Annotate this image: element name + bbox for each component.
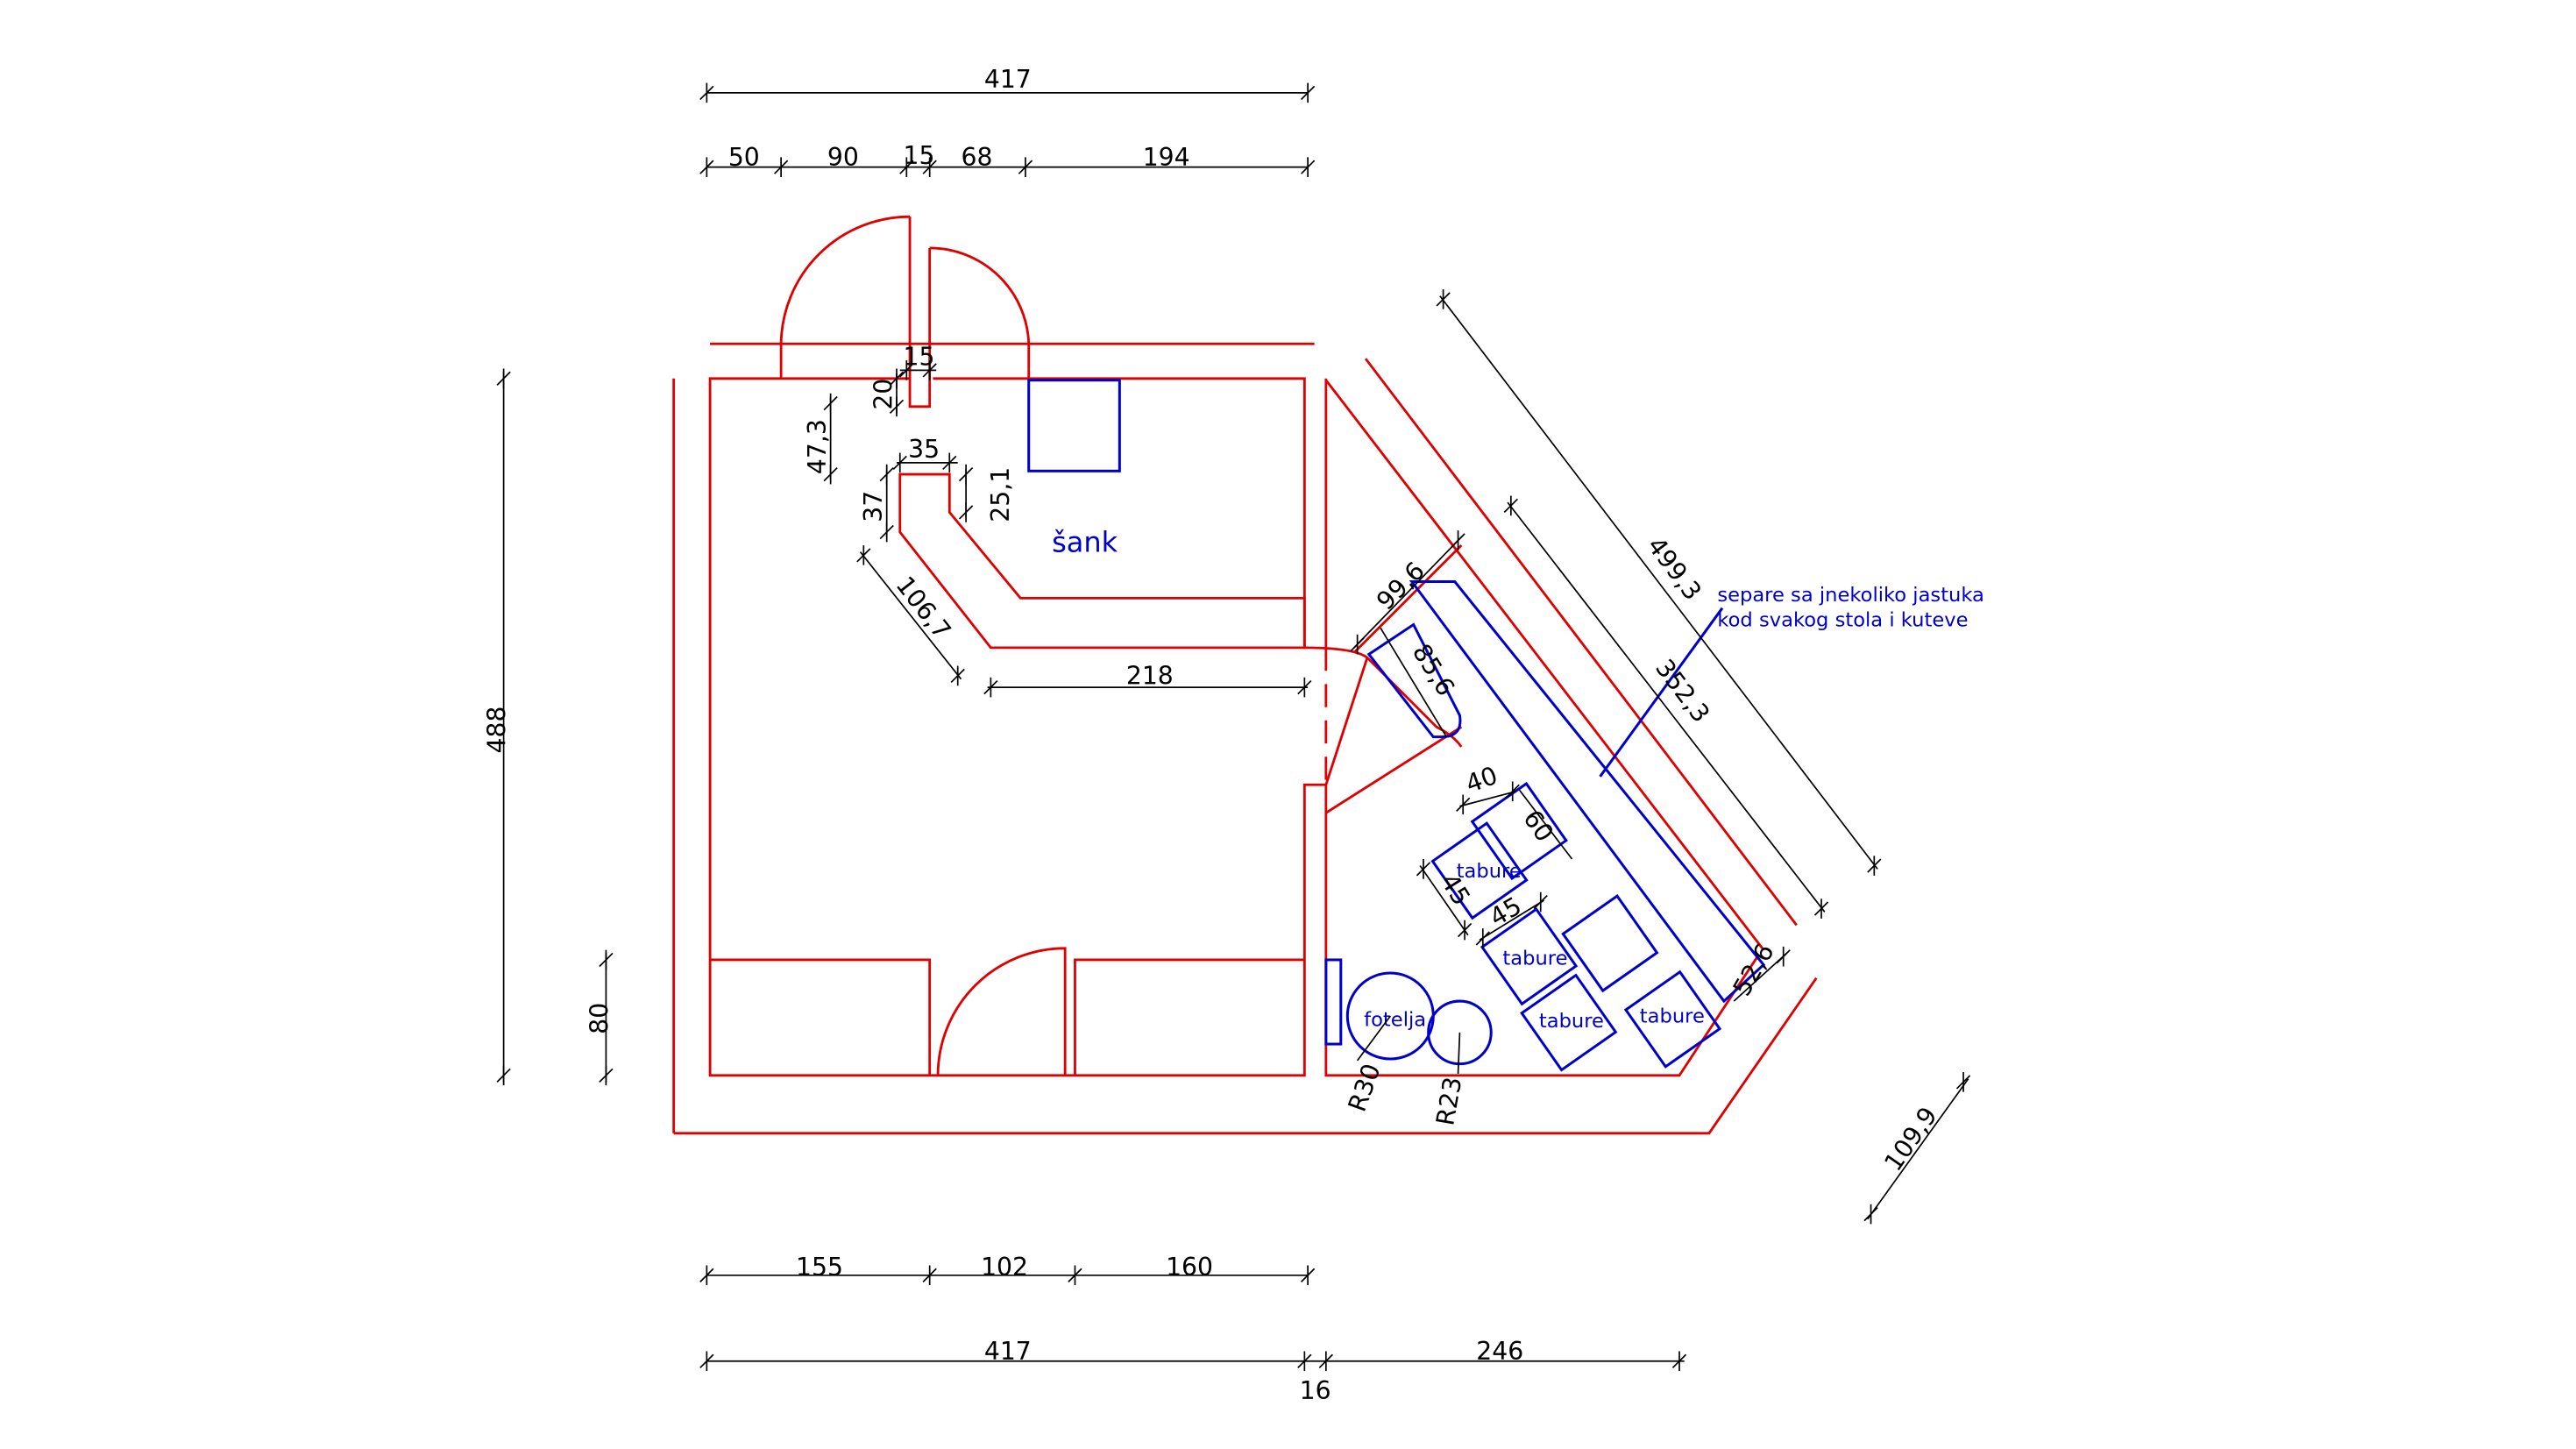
booth-corner	[1366, 622, 1462, 739]
stool-label: tabure	[1502, 948, 1567, 970]
dim-bottom-seg: 155	[796, 1253, 843, 1282]
stool-f: tabure	[1623, 970, 1722, 1069]
walls	[672, 215, 1818, 1135]
dim-stool-45b: 45	[1485, 891, 1527, 933]
stool-label: tabure	[1640, 1005, 1705, 1028]
stool-label: tabure	[1539, 1010, 1604, 1033]
stool-e: tabure	[1520, 973, 1618, 1072]
dim-bottom-seg: 160	[1166, 1253, 1213, 1282]
side-table	[1324, 958, 1343, 1046]
dimensions: 417 50 90 15 68 194 15 20 47,3 35 37 25,…	[482, 65, 1971, 1405]
dim-top-seg: 194	[1143, 143, 1190, 172]
dim-bar-35: 35	[908, 435, 940, 464]
bar-counter-label: šank	[1052, 526, 1118, 559]
dim-radius-30: R30	[1343, 1060, 1387, 1116]
stool-label: tabure	[1457, 860, 1522, 883]
stool-a	[1470, 781, 1568, 881]
dim-top-total: 417	[984, 65, 1032, 94]
stool-d	[1561, 894, 1659, 993]
booth-note-line2: kod svakog stola i kuteve	[1717, 608, 1968, 631]
dim-bottom-total-left: 417	[984, 1337, 1032, 1366]
dim-bar-37: 37	[859, 491, 888, 522]
dim-height-488: 488	[482, 707, 511, 754]
dim-wall-20: 20	[869, 379, 898, 410]
armchair-label: fotelja	[1364, 1008, 1426, 1031]
dim-bar-47-3: 47,3	[803, 419, 832, 474]
booth-note-line1: separe sa jnekoliko jastuka	[1717, 584, 1984, 607]
dim-radius-23: R23	[1430, 1075, 1467, 1127]
stool-c: tabure	[1480, 907, 1579, 1006]
dim-bottom-total-right: 246	[1476, 1337, 1523, 1366]
dim-stool-40: 40	[1462, 761, 1501, 799]
dim-bar-106-7: 106,7	[891, 571, 957, 644]
furniture: šank separe sa jnekoliko jastuka kod sva…	[1027, 379, 1984, 1072]
dim-top-seg: 50	[728, 143, 760, 172]
stool-b: tabure	[1430, 821, 1529, 920]
dim-bottom-seg: 102	[981, 1253, 1028, 1282]
dim-diag-499-3: 499,3	[1642, 531, 1707, 605]
dim-diag-109-9: 109,9	[1878, 1102, 1942, 1176]
booth-bench	[1409, 580, 1766, 1004]
dim-stool-60: 60	[1517, 805, 1559, 847]
dim-top-seg: 15	[904, 141, 935, 170]
dim-bar-218: 218	[1126, 661, 1174, 690]
dim-diag-85-6: 85,6	[1407, 639, 1460, 701]
dim-bar-25-1: 25,1	[986, 467, 1015, 522]
dim-height-80: 80	[585, 1003, 614, 1034]
bar-fridge	[1027, 379, 1121, 472]
dim-bottom-mid: 16	[1300, 1376, 1331, 1405]
dim-wall-15: 15	[904, 343, 935, 372]
dim-top-seg: 68	[961, 143, 992, 172]
round-table	[1427, 999, 1493, 1066]
dim-top-seg: 90	[827, 143, 859, 172]
